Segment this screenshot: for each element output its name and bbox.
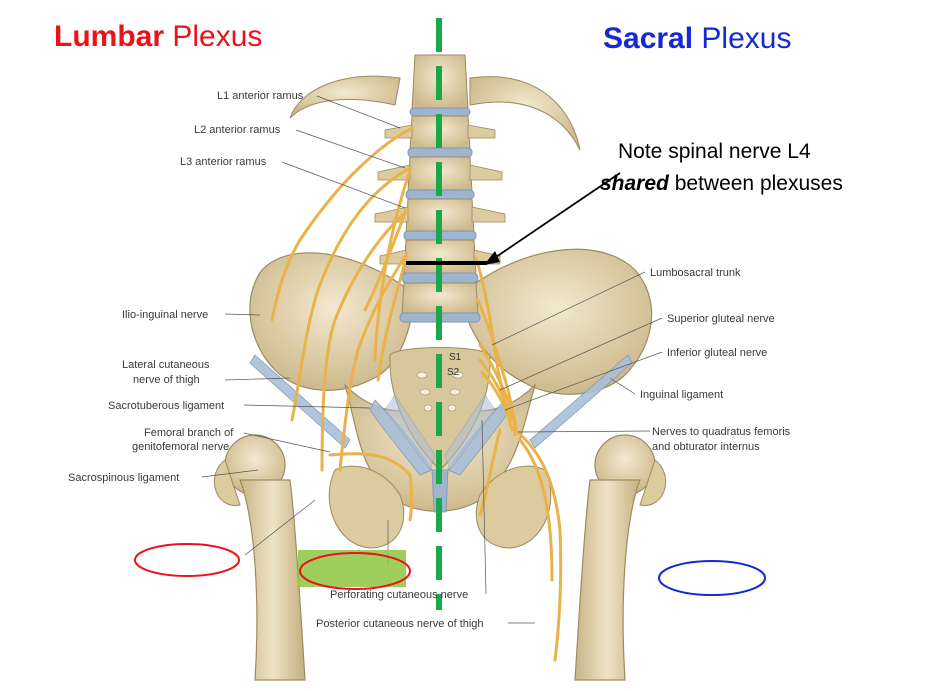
sacral-title-rest: Plexus	[693, 22, 791, 55]
lumbar-circle-middle	[299, 552, 411, 590]
label-s1: S1	[449, 352, 462, 363]
label-superior-gluteal-nerve: Superior gluteal nerve	[667, 313, 775, 325]
label-l3-anterior-ramus: L3 anterior ramus	[180, 156, 267, 168]
note-line-2-rest: between plexuses	[669, 172, 843, 195]
sacral-foramina	[416, 371, 464, 412]
note-line-1: Note spinal nerve L4	[618, 140, 811, 163]
label-sacrospinous-ligament: Sacrospinous ligament	[68, 472, 179, 484]
note-arrow	[484, 172, 621, 265]
femurs	[213, 434, 667, 681]
label-posterior-cutaneous-nerve: Posterior cutaneous nerve of thigh	[316, 618, 484, 630]
lumbar-title-rest: Plexus	[164, 20, 262, 53]
label-femoral-branch-2: genitofemoral nerve	[132, 441, 229, 453]
note-line-2: shared between plexuses	[600, 172, 843, 195]
leader-lines	[201, 95, 663, 624]
sacral-circle-right	[658, 560, 766, 596]
note-shared-word: shared	[600, 172, 670, 195]
label-lumbosacral-trunk: Lumbosacral trunk	[650, 267, 741, 279]
ribs	[289, 75, 581, 151]
label-perforating-cutaneous-nerve: Perforating cutaneous nerve	[330, 589, 468, 601]
label-inguinal-ligament: Inguinal ligament	[640, 389, 723, 401]
label-ilio-inguinal-nerve: Ilio-inguinal nerve	[122, 309, 208, 321]
lumbar-plexus-title: Lumbar Plexus	[54, 20, 262, 53]
label-l2-anterior-ramus: L2 anterior ramus	[194, 124, 281, 136]
lumbar-plexus-nerves	[270, 126, 414, 522]
label-inferior-gluteal-nerve: Inferior gluteal nerve	[667, 347, 767, 359]
label-lateral-cutaneous-2: nerve of thigh	[133, 374, 200, 386]
label-femoral-branch-1: Femoral branch of	[144, 427, 234, 439]
label-quadratus-femoris-1: Nerves to quadratus femoris	[652, 426, 791, 438]
label-l1-anterior-ramus: L1 anterior ramus	[217, 90, 304, 102]
label-s2: S2	[447, 367, 460, 378]
highlight-box	[298, 550, 406, 587]
sacral-title-bold: Sacral	[603, 22, 693, 55]
label-lateral-cutaneous-1: Lateral cutaneous	[122, 359, 210, 371]
label-quadratus-femoris-2: and obturator internus	[652, 441, 760, 453]
label-sacrotuberous-ligament: Sacrotuberous ligament	[108, 400, 224, 412]
sacral-plexus-nerves	[474, 256, 563, 662]
sacral-plexus-title: Sacral Plexus	[603, 22, 791, 55]
lumbar-title-bold: Lumbar	[54, 20, 164, 53]
lumbar-circle-left	[134, 543, 240, 577]
